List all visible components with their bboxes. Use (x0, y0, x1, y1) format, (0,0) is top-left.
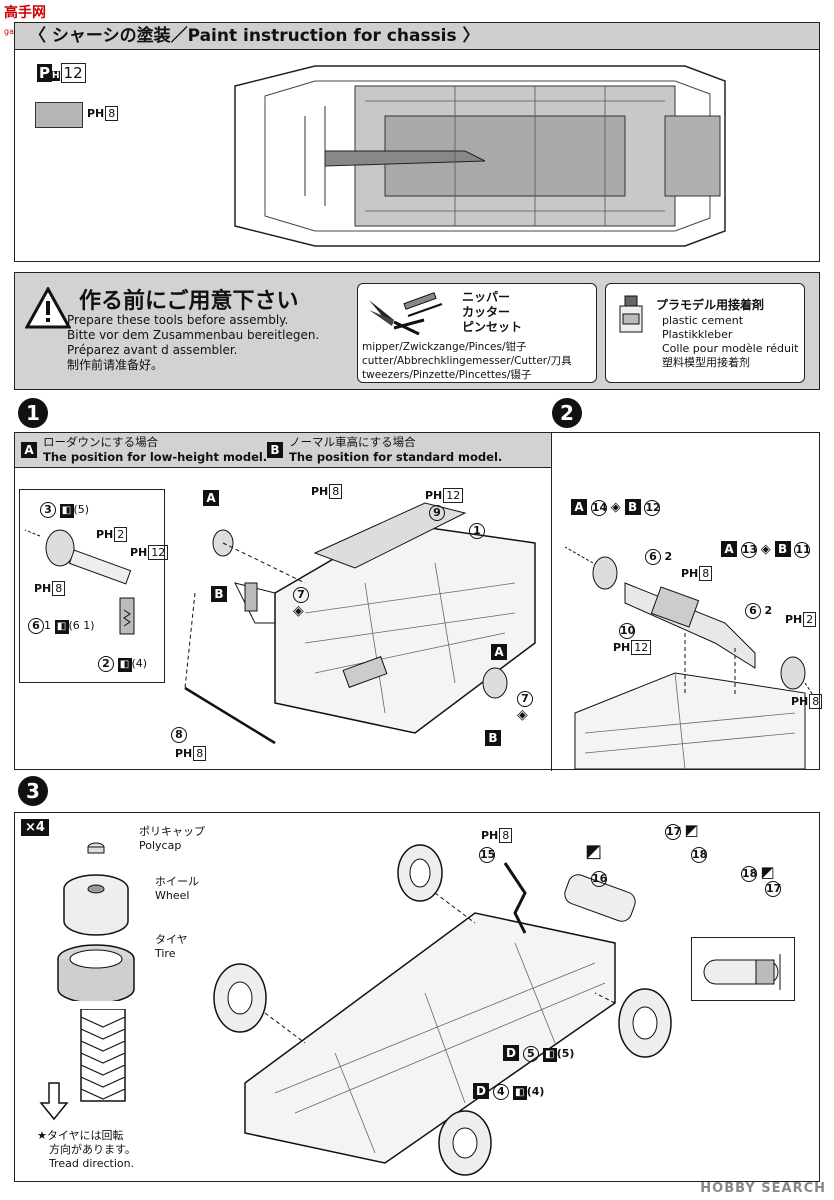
exhaust-part-17-top: 17 ◩ (665, 821, 699, 840)
caution-text: Prepare these tools before assembly. Bit… (67, 313, 320, 372)
step-1-chassis-drawing (184, 502, 536, 745)
glue-icon-left: ◩ (585, 841, 603, 862)
caution-title: 作る前にご用意下さい (79, 289, 299, 314)
chassis-underside-drawing (234, 65, 726, 247)
tools-box: ニッパー カッター ピンセット mipper/Zwickzange/Pinces… (357, 283, 597, 383)
step-1-part-7-top: 7◈ (293, 587, 309, 619)
step-3-number: 3 (18, 776, 48, 806)
step-1-option-b: ノーマル車高にする場合 The position for standard mo… (289, 435, 503, 464)
warning-icon (25, 287, 71, 329)
muffler-part-16: 16 (591, 871, 608, 887)
paint-swatch (35, 102, 83, 128)
step-1-part-7-right: 7◈ (517, 691, 533, 723)
cement-box: プラモデル用接着剤 plastic cement Plastikkleber C… (605, 283, 805, 383)
step-1-a-marker-right: A (491, 641, 507, 660)
step-1-part-8: 8 (171, 727, 187, 743)
caution-panel: 作る前にご用意下さい Prepare these tools before as… (14, 272, 820, 390)
step-1-b-marker-right: B (485, 727, 501, 746)
section-title: 〈 シャーシの塗装／Paint instruction for chassis … (14, 22, 820, 50)
step-1-a-marker-top: A (203, 487, 219, 506)
cement-bottle-icon (619, 295, 643, 333)
step-2-rear-axle-drawing (564, 546, 814, 769)
front-code-d4: D 4 ◧(4) (473, 1083, 544, 1100)
front-code-d5: D 5 ◧(5) (503, 1045, 574, 1062)
step-3-chassis-wheels-drawing (213, 844, 672, 1176)
exhaust-part-15: 15 (479, 847, 496, 863)
exhaust-part-17-right: 17 (765, 881, 782, 897)
step-2-top-codes: A 14 ◈ B 12 (571, 499, 661, 516)
step-2-part-6-2-top: 6 2 (645, 549, 672, 565)
tread-pattern-drawing (80, 1009, 126, 1102)
step-1-number: 1 (18, 398, 48, 428)
step-1-part-1: 1 (469, 523, 485, 539)
step-1-header: A ローダウンにする場合 The position for low-height… (15, 433, 551, 468)
cement-text: plastic cement Plastikkleber Colle pour … (662, 314, 799, 369)
tools-text: mipper/Zwickzange/Pinces/钳子 cutter/Abbre… (362, 341, 572, 381)
exhaust-tip-detail-drawing (703, 954, 781, 990)
wheel-tire-exploded-drawing (57, 842, 135, 1001)
step-2-number: 2 (552, 398, 582, 428)
step-2-part-10: 10 (619, 623, 636, 639)
tools-jp: ニッパー カッター ピンセット (462, 290, 523, 334)
cement-jp: プラモデル用接着剤 (656, 298, 765, 312)
exhaust-tip-detail (691, 937, 795, 1001)
step-1-2-panel: A ローダウンにする場合 The position for low-height… (14, 432, 823, 771)
step-1-part-9: 9 (429, 505, 445, 521)
step-2-part-6-2-right: 6 2 (745, 603, 772, 619)
exhaust-part-18-right: 18 ◩ (741, 863, 775, 882)
step-1-b-marker-left: B (211, 583, 227, 602)
tread-direction-note: ★タイヤには回転 方向があります。 Tread direction. (37, 1129, 136, 1170)
step-2-right-codes: A 13 ◈ B 11 (721, 541, 811, 558)
inset-label-2-4: 2 ◧(4) (98, 656, 147, 672)
quantity-x4-badge: ×4 (21, 819, 49, 836)
tools-icon (369, 292, 443, 336)
hobby-search-watermark: HOBBY SEARCH (700, 1181, 826, 1196)
exhaust-part-18-top: 18 (691, 847, 708, 863)
tread-direction-arrow-icon (39, 1082, 69, 1121)
step-divider (551, 433, 552, 771)
step-1-option-a: ローダウンにする場合 The position for low-height m… (43, 435, 268, 464)
inset-label-3-5: 3 ◧(5) (40, 502, 89, 518)
rear-axle-inset-drawing (24, 529, 135, 635)
